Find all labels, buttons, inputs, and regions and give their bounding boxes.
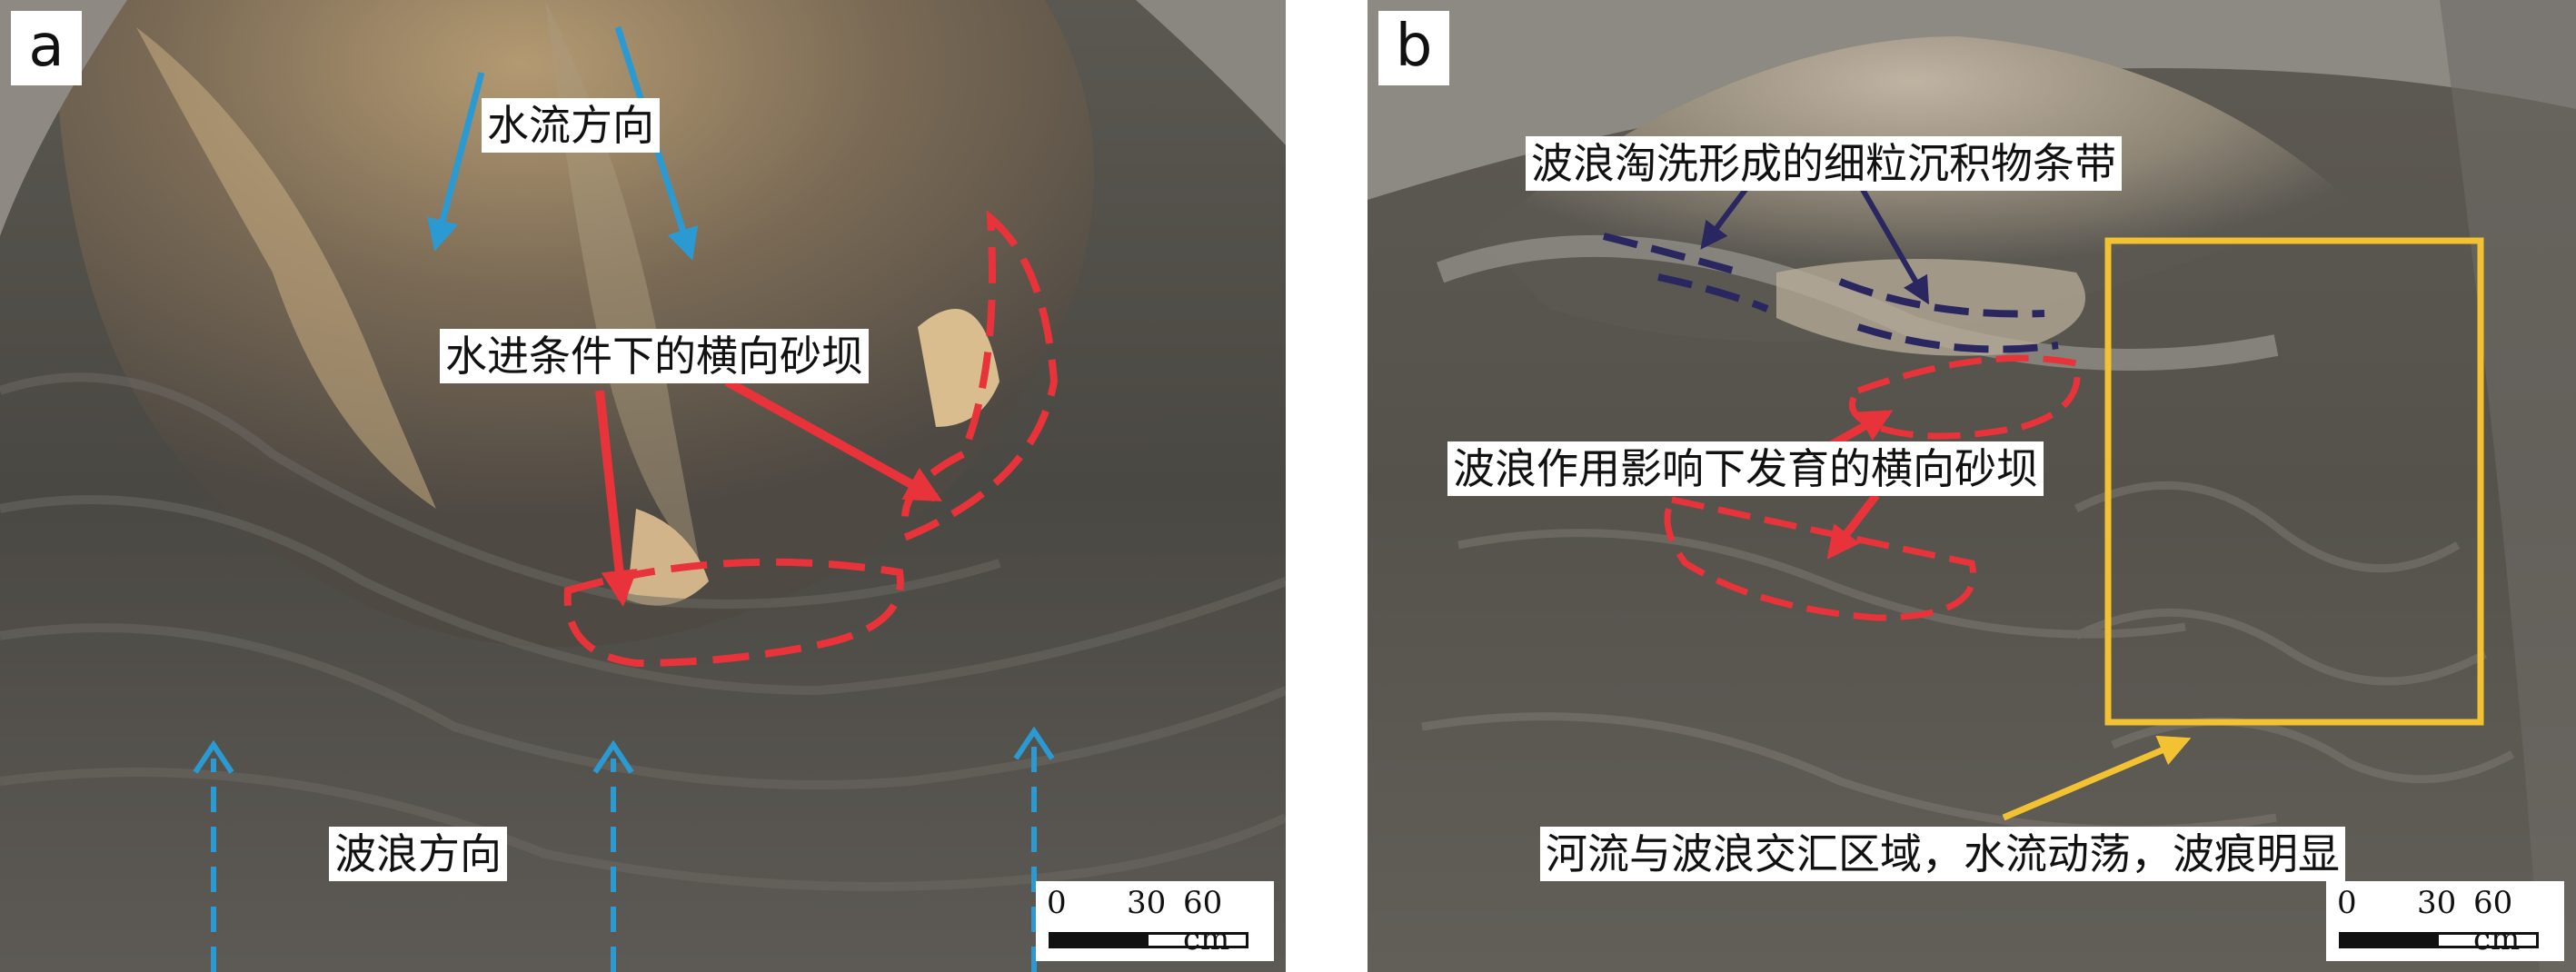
scale-bar-graphic [1049, 932, 1248, 948]
confluence-zone-label: 河流与波浪交汇区域，水流动荡，波痕明显 [1540, 827, 2345, 881]
panel-b-scale-bar: 0 30 60 cm [2326, 881, 2564, 961]
transgressive-bars-label: 水进条件下的横向砂坝 [440, 329, 869, 383]
wave-bars-label: 波浪作用影响下发育的横向砂坝 [1447, 441, 2044, 496]
panel-a: a 水流方向 水进条件下的横向砂坝 波浪方向 0 30 60 cm [0, 0, 1286, 972]
scale-tick-60: 60 cm [1183, 885, 1230, 957]
panel-b-letter: b [1378, 11, 1449, 85]
panel-b: b 波浪淘洗形成的细粒沉积物条带 波浪作用影响下发育的横向砂坝 河流与波浪交汇区… [1368, 0, 2576, 972]
scale-tick-30: 30 [2417, 885, 2457, 921]
panel-a-letter: a [11, 11, 82, 85]
fine-grain-bands-label: 波浪淘洗形成的细粒沉积物条带 [1526, 136, 2122, 191]
scale-tick-60: 60 cm [2473, 885, 2521, 957]
scale-bar-graphic [2339, 932, 2539, 948]
scale-tick-0: 0 [2337, 885, 2357, 921]
flow-direction-label: 水流方向 [482, 98, 660, 153]
scale-tick-0: 0 [1047, 885, 1067, 921]
scale-tick-30: 30 [1127, 885, 1167, 921]
wave-direction-label: 波浪方向 [329, 827, 507, 881]
panel-a-scale-bar: 0 30 60 cm [1036, 881, 1274, 961]
